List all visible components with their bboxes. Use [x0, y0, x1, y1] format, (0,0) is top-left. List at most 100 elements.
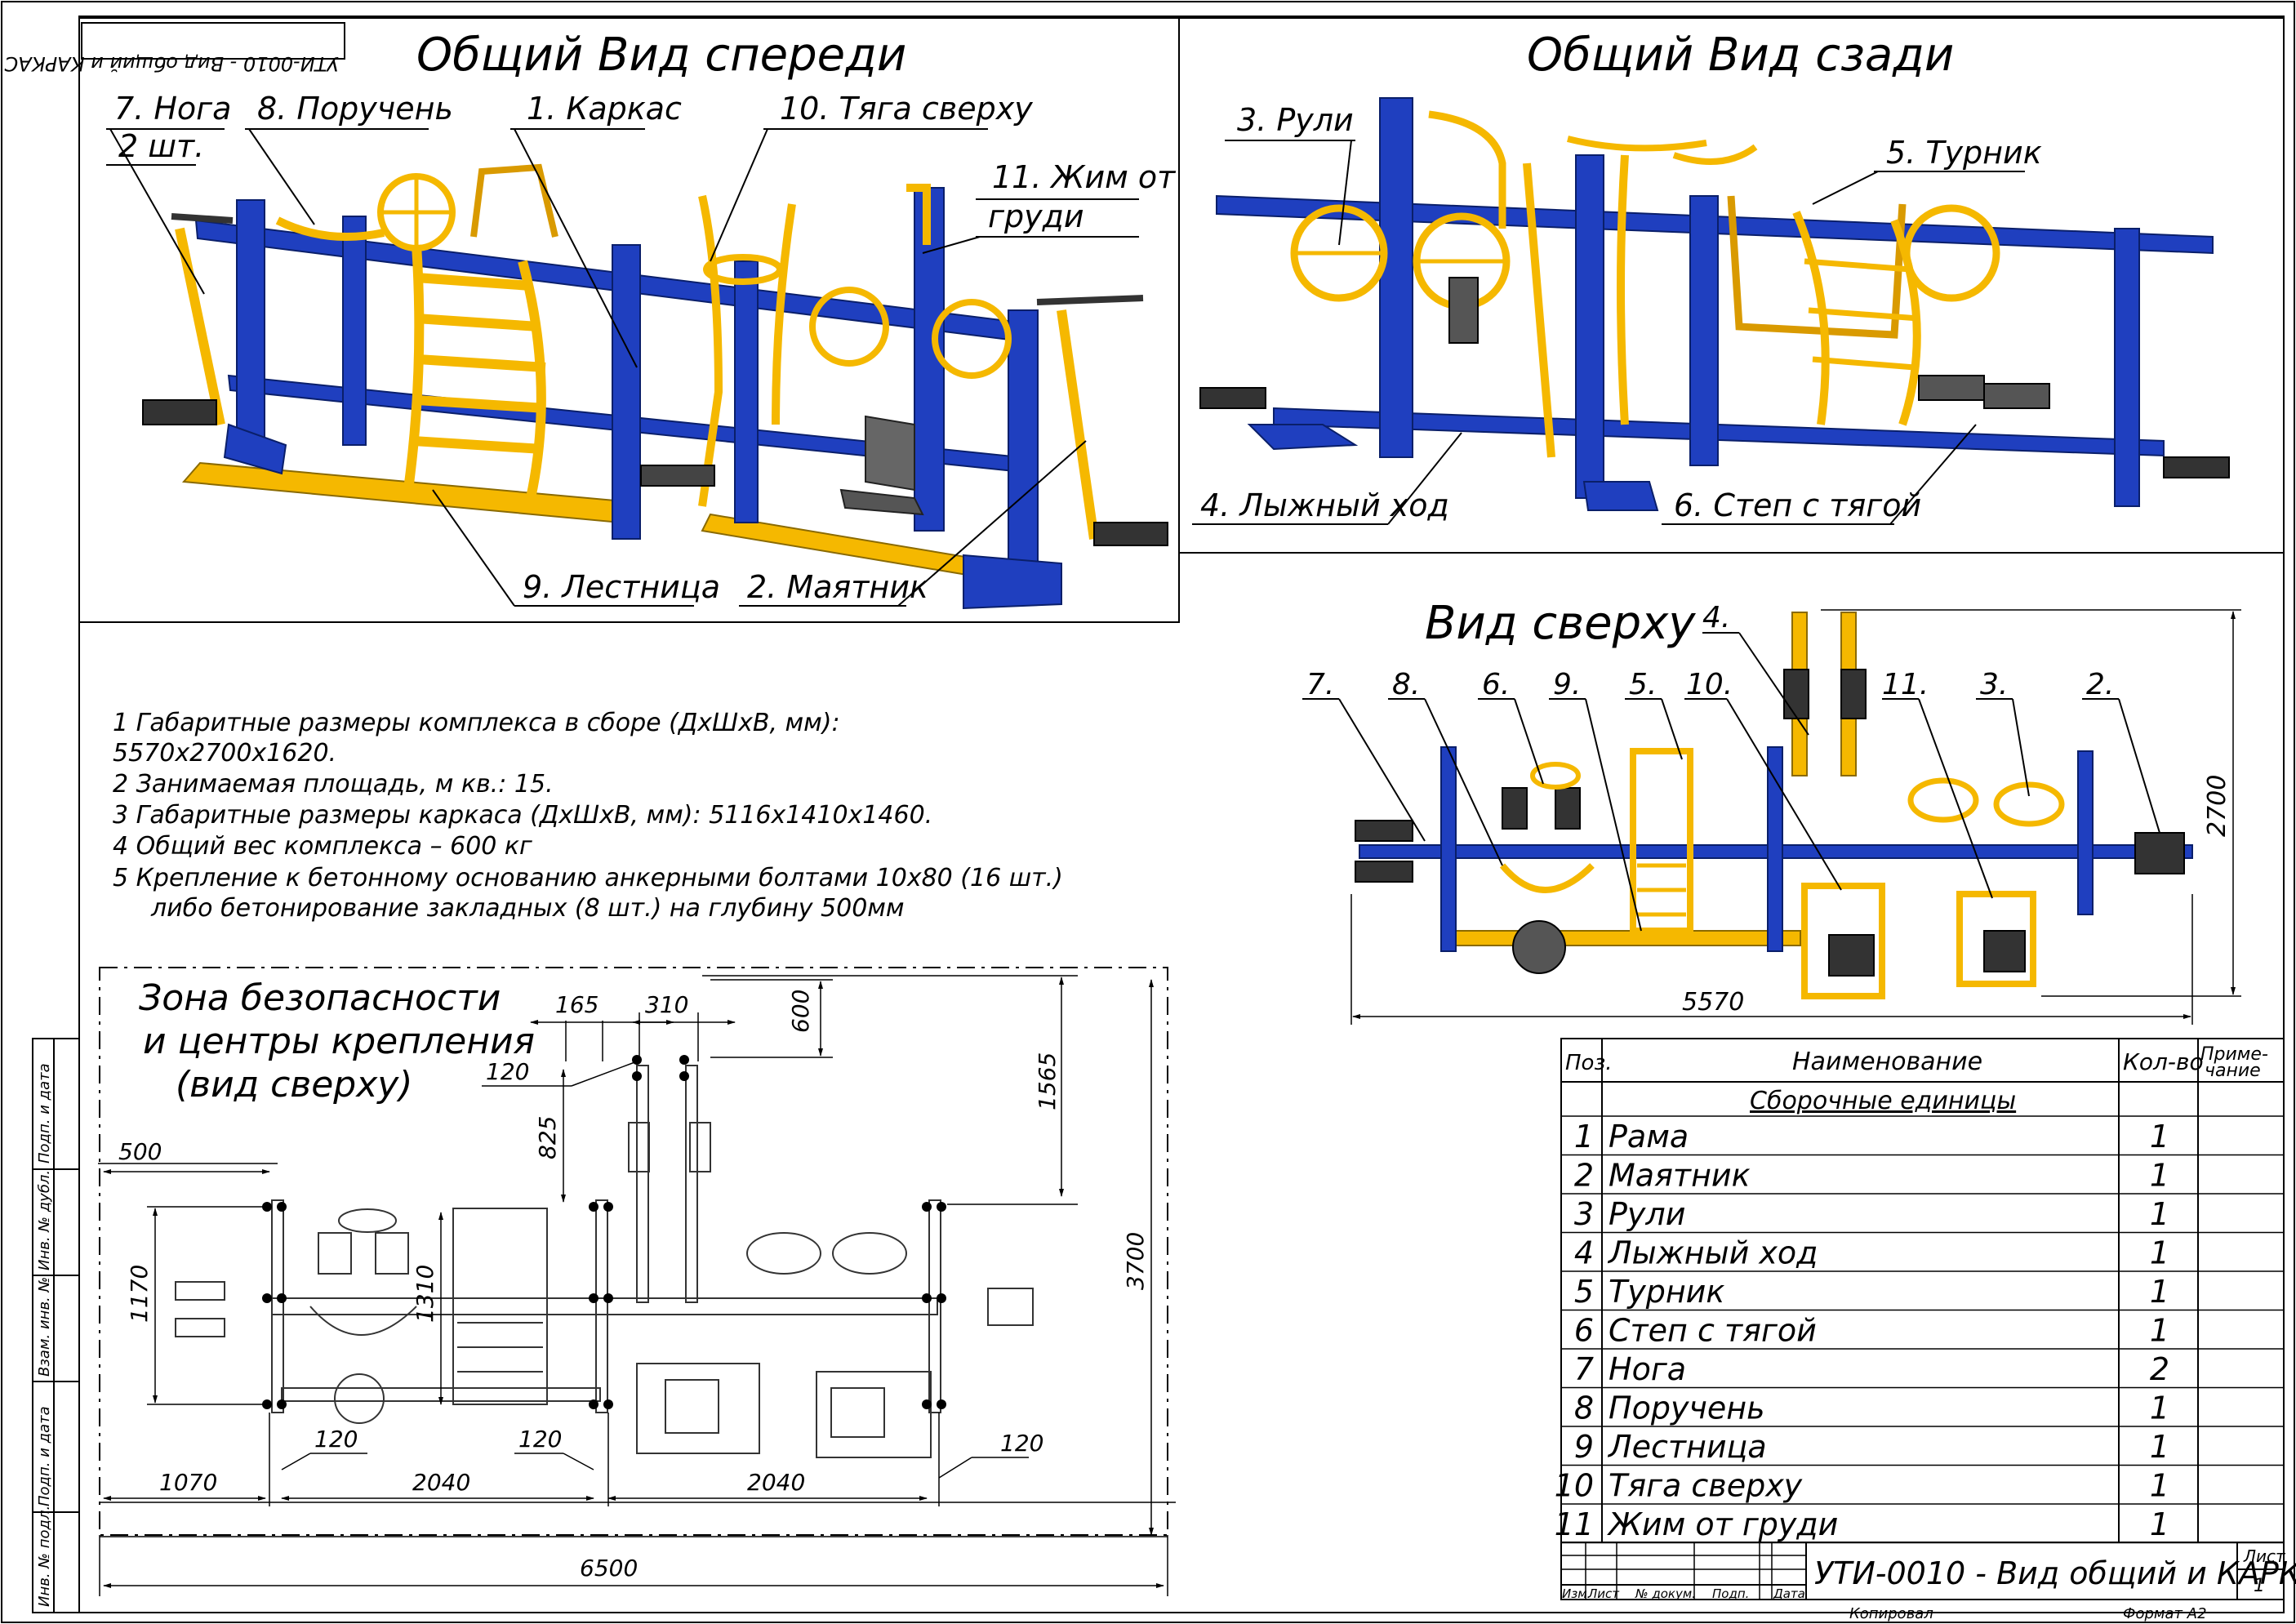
spec-row-pos: 8: [1574, 1390, 1594, 1426]
label-step: 6. Степ с тягой: [1674, 487, 1921, 523]
spec-row-pos: 2: [1574, 1158, 1594, 1194]
top-equipment-illustration: [1355, 612, 2193, 999]
callout-8: 8.: [1392, 668, 1420, 701]
callout-9: 9.: [1553, 668, 1581, 701]
dim-1565: 1565: [1034, 1052, 1061, 1110]
note-1: 1 Габаритные размеры комплекса в сборе (…: [113, 709, 840, 737]
note-2: 2 Занимаемая площадь, м кв.: 15.: [113, 770, 554, 799]
side-stamp-4: Подп. и дата: [36, 1406, 53, 1506]
callout-4: 4.: [1702, 601, 1730, 634]
spec-row-pos: 4: [1574, 1235, 1594, 1271]
mount-centers: [262, 1055, 946, 1409]
title-block: УТИ-0010 - Вид общий и КАРКАС Лист 1 Изм…: [1560, 1542, 2296, 1622]
note-5b: либо бетонирование закладных (8 шт.) на …: [150, 894, 905, 923]
dim-120-b: 120: [518, 1426, 562, 1453]
spec-row-qty: 1: [2150, 1196, 2169, 1232]
safety-title-2: и центры крепления: [143, 1021, 535, 1062]
label-leg-qty: 2 шт.: [118, 128, 204, 164]
dim-500: 500: [118, 1138, 162, 1165]
dim-2040-b: 2040: [747, 1469, 805, 1496]
spec-row-pos: 1: [1574, 1119, 1594, 1155]
spec-row-pos: 10: [1555, 1468, 1594, 1504]
spec-col-qty: Кол-во: [2123, 1048, 2204, 1075]
label-wheels: 3. Рули: [1237, 102, 1354, 138]
front-equipment-illustration: [142, 163, 1168, 610]
note-5: 5 Крепление к бетонному основанию анкерн…: [113, 864, 1063, 892]
spec-row-pos: 11: [1555, 1506, 1594, 1542]
label-chestpress-2: груди: [988, 198, 1084, 234]
note-4: 4 Общий вес комплекса – 600 кг: [113, 832, 532, 861]
safety-zone-border: [99, 967, 1168, 1536]
title-block-h-sign: Подп.: [1712, 1586, 1749, 1601]
dim-825: 825: [534, 1116, 561, 1159]
label-handrail: 8. Поручень: [257, 91, 453, 127]
dim-1170: 1170: [126, 1265, 153, 1323]
spec-row-pos: 5: [1574, 1274, 1594, 1310]
label-ladder: 9. Лестница: [523, 569, 720, 605]
spec-col-pos: Поз.: [1565, 1051, 1613, 1075]
spec-col-name: Наименование: [1792, 1048, 1982, 1076]
callout-7: 7.: [1306, 668, 1334, 701]
callout-11: 11.: [1882, 668, 1929, 701]
mirrored-stamp: УТИ-0010 - Вид общий и КАРКАС: [4, 52, 339, 75]
top-view-callouts: [1302, 632, 2160, 932]
spec-col-note-2: чание: [2205, 1061, 2261, 1081]
spec-row-pos: 3: [1574, 1196, 1594, 1232]
dim-120-a: 120: [314, 1426, 358, 1453]
title-block-sheet-num: 1: [2254, 1576, 2265, 1596]
spec-row-name: Жим от груди: [1607, 1506, 1838, 1542]
side-stamp-5: Инв. № подл.: [36, 1506, 53, 1607]
front-view-title: Общий Вид спереди: [416, 29, 906, 82]
dim-120-c: 120: [1000, 1430, 1043, 1457]
safety-title-1: Зона безопасности: [139, 977, 501, 1019]
spec-row-name: Степ с тягой: [1609, 1313, 1817, 1349]
safety-dimension-lines: [98, 975, 1176, 1596]
spec-row-qty: 1: [2150, 1313, 2169, 1349]
spec-row-qty: 2: [2150, 1351, 2169, 1387]
spec-row-qty: 1: [2150, 1390, 2169, 1426]
note-3: 3 Габаритные размеры каркаса (ДхШхВ, мм)…: [113, 801, 932, 830]
callout-10: 10.: [1686, 668, 1733, 701]
side-stamp: Подп. и дата Инв. № дубл. Взам. инв. № П…: [32, 1038, 80, 1613]
spec-row-qty: 1: [2150, 1274, 2169, 1310]
spec-row-name: Нога: [1609, 1351, 1686, 1387]
label-frame: 1. Каркас: [527, 91, 682, 127]
spec-row-pos: 7: [1574, 1351, 1594, 1387]
dim-1310: 1310: [412, 1265, 438, 1323]
spec-row-qty: 1: [2150, 1235, 2169, 1271]
side-stamp-3: Взам. инв. №: [36, 1277, 53, 1377]
dim-600: 600: [787, 990, 814, 1033]
dim-120-top: 120: [486, 1058, 529, 1085]
title-block-title: УТИ-0010 - Вид общий и КАРКАС: [1814, 1555, 2296, 1591]
back-view-title: Общий Вид сзади: [1527, 29, 1954, 82]
label-pulldown: 10. Тяга сверху: [780, 91, 1033, 127]
notes: 1 Габаритные размеры комплекса в сборе (…: [113, 709, 1063, 923]
back-view-border: [1178, 17, 2285, 554]
label-pendulum: 2. Маятник: [747, 569, 928, 605]
spec-row-qty: 1: [2150, 1119, 2169, 1155]
label-chestpress-1: 11. Жим от: [992, 159, 1177, 195]
spec-row-qty: 1: [2150, 1158, 2169, 1194]
spec-row-name: Маятник: [1609, 1158, 1751, 1194]
inner-frame: [78, 16, 2285, 1613]
dim-5570: 5570: [1682, 988, 1744, 1017]
callout-3: 3.: [1980, 668, 2008, 701]
dim-3700: 3700: [1122, 1232, 1149, 1290]
spec-row-qty: 1: [2150, 1429, 2169, 1465]
spec-col-note-1: Приме-: [2200, 1044, 2268, 1065]
spec-section: Сборочные единицы: [1750, 1087, 2016, 1115]
spec-row-qty: 1: [2150, 1506, 2169, 1542]
spec-row-name: Тяга сверху: [1609, 1468, 1803, 1504]
spec-row-name: Рама: [1609, 1119, 1689, 1155]
label-pullup: 5. Турник: [1886, 135, 2042, 171]
spec-table: Поз. Наименование Кол-во Приме- чание Сб…: [1555, 1038, 2285, 1544]
note-1b: 5570х2700х1620.: [113, 739, 336, 768]
safety-title-3: (вид сверху): [176, 1064, 412, 1106]
callout-2: 2.: [2086, 668, 2114, 701]
mirrored-stamp-box: [81, 22, 345, 60]
spec-row-name: Рули: [1609, 1196, 1685, 1232]
dim-165: 165: [555, 991, 598, 1018]
title-block-h-izm: Изм.: [1562, 1586, 1591, 1601]
